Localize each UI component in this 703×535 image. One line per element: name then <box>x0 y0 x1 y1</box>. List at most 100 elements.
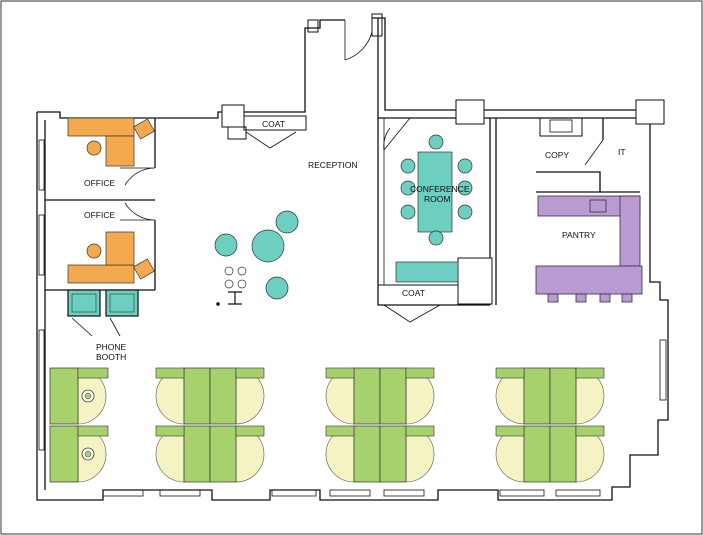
desk-surface <box>379 367 407 425</box>
label-conference-line-1: CONFERENCE <box>410 184 470 194</box>
stool <box>237 279 247 289</box>
bar-stool <box>621 293 633 303</box>
workstations <box>49 367 605 483</box>
coat-1-door <box>245 131 297 149</box>
office-furniture <box>67 117 155 284</box>
coat-closet-1 <box>243 115 307 131</box>
office-2-return <box>105 231 135 266</box>
pantry-island <box>535 265 643 295</box>
column <box>455 99 485 125</box>
desk-surface <box>183 425 211 483</box>
desk-chair-seat <box>84 450 92 458</box>
office-1-desk <box>67 117 135 137</box>
conference-chair <box>400 204 416 220</box>
office-2-desk <box>67 264 135 284</box>
window <box>38 139 45 191</box>
desk-return <box>77 367 109 379</box>
desk-surface <box>49 367 79 425</box>
desk-chair-seat <box>84 392 92 400</box>
column-base <box>227 126 247 140</box>
window <box>329 489 371 497</box>
desk-return <box>235 367 265 379</box>
desk-return <box>155 425 185 437</box>
office-1-chair <box>86 140 102 156</box>
lounge-chair <box>265 276 289 300</box>
label-copy: COPY <box>545 150 569 160</box>
phone-booth-pointer <box>71 317 93 337</box>
window <box>555 489 601 497</box>
conference-chair <box>400 158 416 174</box>
label-conference-line-2: ROOM <box>424 194 450 204</box>
desk-surface <box>353 425 381 483</box>
outer-wall <box>36 112 669 501</box>
desk-surface <box>549 367 577 425</box>
desk-return <box>235 425 265 437</box>
conference-chair <box>457 204 473 220</box>
copier-top <box>549 119 573 133</box>
column <box>635 99 665 125</box>
north-wall-right-inner <box>377 18 456 119</box>
phone-booth-1-inner <box>71 293 97 313</box>
coat-2-door <box>383 304 441 323</box>
office-2-guest-chair <box>133 258 155 280</box>
desk-return <box>405 425 435 437</box>
phone-booth-1 <box>67 289 101 317</box>
window <box>159 489 201 497</box>
conference-room <box>395 134 473 283</box>
conference-chair <box>428 134 444 150</box>
marker <box>216 302 220 306</box>
window <box>499 489 545 497</box>
walls <box>36 13 669 501</box>
bar-stool <box>547 293 559 303</box>
desk-return <box>495 425 525 437</box>
pantry-counter-return <box>619 195 641 267</box>
desk-surface <box>209 367 237 425</box>
it-door <box>584 139 604 166</box>
window <box>38 214 45 276</box>
copy-wall <box>536 171 601 192</box>
office-2-door <box>120 202 156 221</box>
conference-chair <box>428 230 444 246</box>
phone-booths <box>67 289 139 337</box>
main-entry-door <box>344 20 373 61</box>
office-1-guest-chair <box>133 118 155 140</box>
desk-return <box>495 367 525 379</box>
desk-surface <box>353 367 381 425</box>
window <box>38 329 45 451</box>
sink <box>589 199 607 213</box>
desk-surface <box>549 425 577 483</box>
stool <box>224 266 234 276</box>
column <box>457 257 493 305</box>
lounge-table <box>251 229 285 263</box>
copy-area <box>539 117 583 137</box>
lounge-chair <box>214 233 238 257</box>
north-wall-right <box>372 17 456 111</box>
pantry <box>535 195 643 303</box>
entry-column <box>307 19 319 33</box>
desk-surface <box>209 425 237 483</box>
window <box>659 339 667 401</box>
desk-return <box>325 425 355 437</box>
office-2-chair <box>86 243 102 259</box>
desk-return <box>405 367 435 379</box>
bar-stool <box>575 293 587 303</box>
conference-table <box>417 151 453 233</box>
desk-return <box>575 425 605 437</box>
label-office-1: OFFICE <box>84 178 115 188</box>
high-table <box>228 291 242 305</box>
label-reception: RECEPTION <box>308 160 358 170</box>
phone-booth-pointer <box>109 317 121 337</box>
bar-stool <box>599 293 611 303</box>
label-it: IT <box>618 147 626 157</box>
desk-return <box>325 367 355 379</box>
conference-chair <box>457 158 473 174</box>
room-labels: OFFICE OFFICE COAT RECEPTION CONFERENCE … <box>84 119 626 362</box>
stool <box>237 266 247 276</box>
desk-surface <box>523 367 551 425</box>
stool <box>224 279 234 289</box>
desk-surface <box>49 425 79 483</box>
label-phone-line-2: BOOTH <box>96 352 126 362</box>
label-office-2: OFFICE <box>84 210 115 220</box>
